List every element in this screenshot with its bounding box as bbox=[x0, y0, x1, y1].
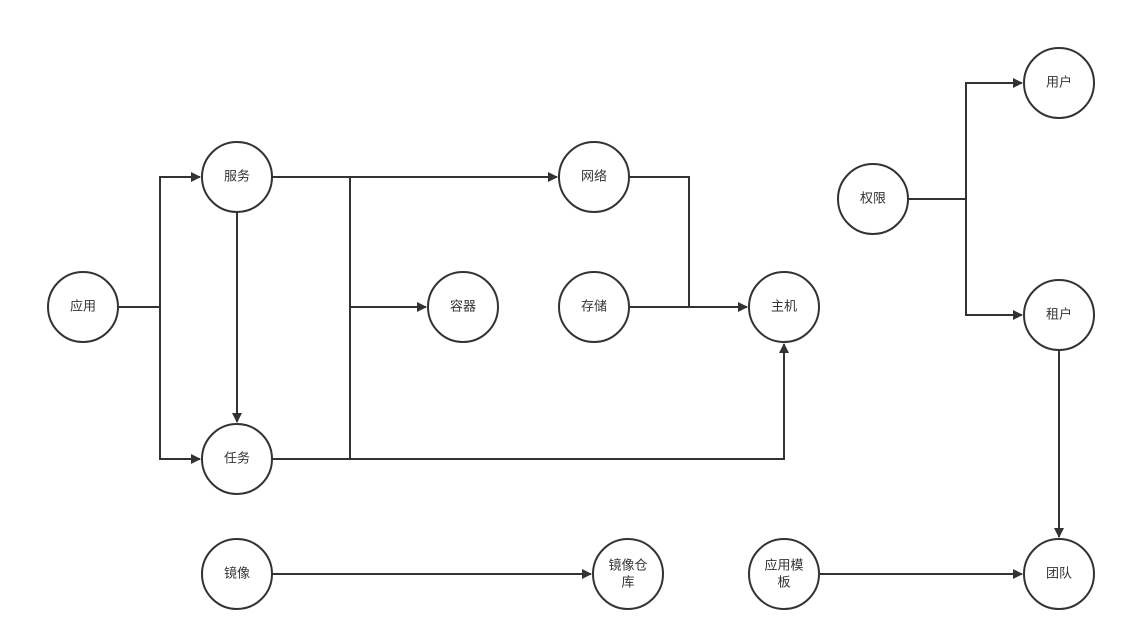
node-network-label: 网络 bbox=[581, 169, 607, 185]
node-image: 镜像 bbox=[201, 538, 273, 610]
edge-task-host bbox=[350, 343, 789, 460]
node-registry: 镜像仓 库 bbox=[592, 538, 664, 610]
node-service-label: 服务 bbox=[224, 169, 250, 185]
node-user: 用户 bbox=[1023, 47, 1095, 119]
edge-permission-user bbox=[908, 78, 1023, 200]
node-user-label: 用户 bbox=[1046, 75, 1072, 91]
node-team-label: 团队 bbox=[1046, 567, 1072, 582]
node-permission-label: 权限 bbox=[860, 191, 886, 207]
node-storage: 存储 bbox=[558, 271, 630, 343]
node-registry-label-line1: 镜像仓 bbox=[608, 559, 647, 574]
node-permission: 权限 bbox=[837, 163, 909, 235]
node-container-label: 容器 bbox=[450, 299, 476, 315]
node-task: 任务 bbox=[201, 423, 273, 495]
node-app-template: 应用模 板 bbox=[748, 538, 820, 610]
edge-network-host bbox=[629, 176, 690, 307]
node-app-template-label-line1: 应用模 bbox=[764, 558, 803, 574]
edge-task-container bbox=[272, 307, 351, 460]
node-network: 网络 bbox=[558, 141, 630, 213]
node-image-label: 镜像 bbox=[224, 567, 250, 582]
node-service: 服务 bbox=[201, 141, 273, 213]
node-storage-label: 存储 bbox=[581, 300, 607, 315]
node-app: 应用 bbox=[47, 271, 119, 343]
edge-permission-tenant bbox=[965, 199, 1023, 320]
node-task-label: 任务 bbox=[224, 451, 250, 467]
node-host: 主机 bbox=[748, 271, 820, 343]
nodes: 应用 服务 任务 网络 容器 存储 主机 镜像 bbox=[47, 47, 1095, 610]
node-container: 容器 bbox=[427, 271, 499, 343]
edge-app-service bbox=[119, 172, 201, 308]
node-registry-label-line2: 库 bbox=[621, 575, 634, 591]
node-team: 团队 bbox=[1023, 538, 1095, 610]
node-host-label: 主机 bbox=[771, 300, 797, 315]
node-app-template-label-line2: 板 bbox=[777, 576, 790, 591]
edge-app-task bbox=[159, 307, 201, 464]
edges bbox=[119, 78, 1064, 579]
edge-service-container bbox=[349, 177, 427, 312]
node-app-label: 应用 bbox=[70, 299, 96, 315]
node-tenant: 租户 bbox=[1023, 279, 1095, 351]
node-tenant-label: 租户 bbox=[1046, 307, 1072, 323]
